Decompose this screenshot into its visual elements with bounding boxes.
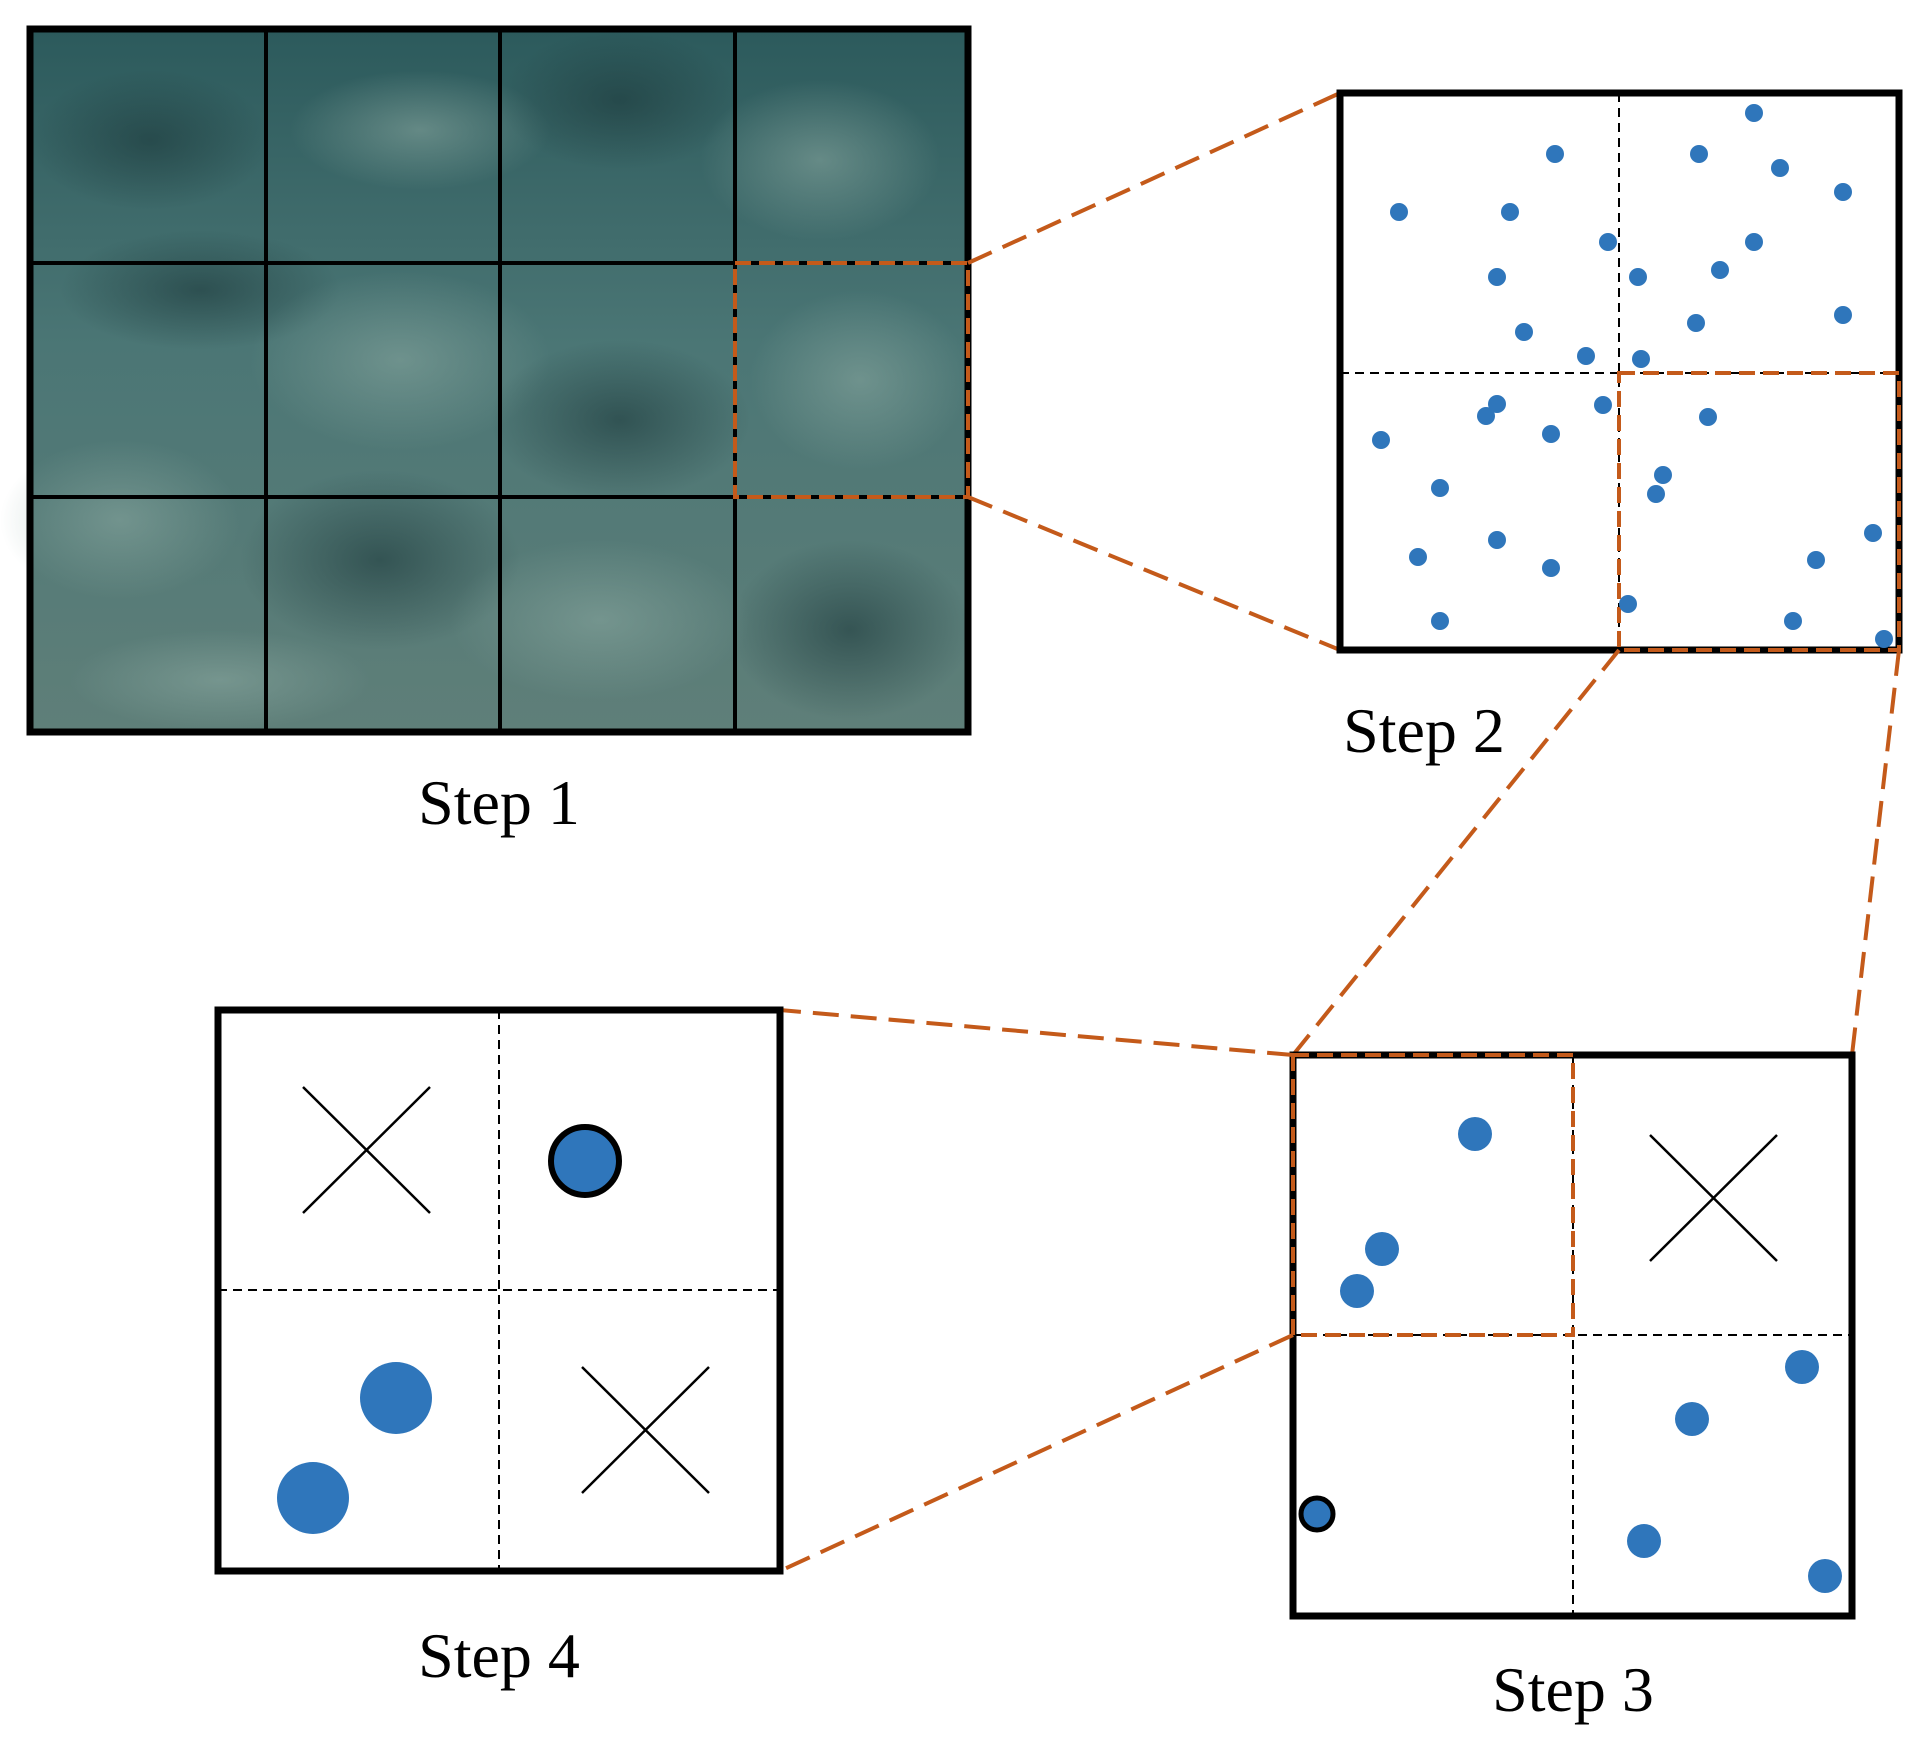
point [1675,1402,1709,1436]
step3-panel: Step 3 [1289,1051,1856,1725]
step4-label: Step 4 [418,1620,580,1691]
connector-step1-step2 [967,91,1341,652]
highlighted-point [548,1124,622,1198]
point [1807,551,1825,569]
point [1711,261,1729,279]
point [1619,595,1637,613]
point [1365,1232,1399,1266]
connector-step2-step3 [1291,648,1901,1057]
point [1409,548,1427,566]
point [1515,323,1533,341]
point [1372,431,1390,449]
cross-mark-icon [581,1366,710,1494]
selected-cell-highlight [733,261,970,499]
point [1864,524,1882,542]
point [1690,145,1708,163]
point [1431,479,1449,497]
point [1834,183,1852,201]
step1-panel: Step 1 [0,25,972,838]
point [1488,395,1506,413]
point [1808,1559,1842,1593]
point [1501,203,1519,221]
cross-mark-icon [1649,1134,1778,1262]
point [1629,268,1647,286]
point [1875,630,1893,648]
point [1647,485,1665,503]
point [1834,306,1852,324]
point [1599,233,1617,251]
step4-dividers [218,1010,780,1571]
step2-label: Step 2 [1343,695,1505,766]
cross-mark-icon [302,1086,431,1214]
point [1542,425,1560,443]
point [1632,350,1650,368]
step2-selected-quadrant [1617,371,1901,652]
step2-panel: Step 2 [1336,89,1903,766]
step4-points [277,1124,622,1534]
point [1390,203,1408,221]
step1-label: Step 1 [418,767,580,838]
highlighted-point [1298,1495,1336,1533]
step2-points [1372,104,1893,648]
point [1577,347,1595,365]
point [1431,612,1449,630]
point [1488,268,1506,286]
point [1784,612,1802,630]
step3-label: Step 3 [1492,1654,1654,1725]
point [1745,233,1763,251]
point [1785,1350,1819,1384]
point [1594,396,1612,414]
point [1699,408,1717,426]
point [1745,104,1763,122]
point [1654,466,1672,484]
point [1627,1524,1661,1558]
point [1488,531,1506,549]
point [1542,559,1560,577]
step4-panel: Step 4 [214,1006,784,1691]
connector-step3-step4 [779,1008,1294,1573]
point [1687,314,1705,332]
point [1771,159,1789,177]
point [360,1362,432,1434]
step3-points [1298,1117,1842,1593]
point [277,1462,349,1534]
point [1340,1274,1374,1308]
photo-texture [0,30,970,730]
point [1477,407,1495,425]
point [1546,145,1564,163]
step3-selected-quadrant [1291,1053,1575,1337]
point [1458,1117,1492,1151]
